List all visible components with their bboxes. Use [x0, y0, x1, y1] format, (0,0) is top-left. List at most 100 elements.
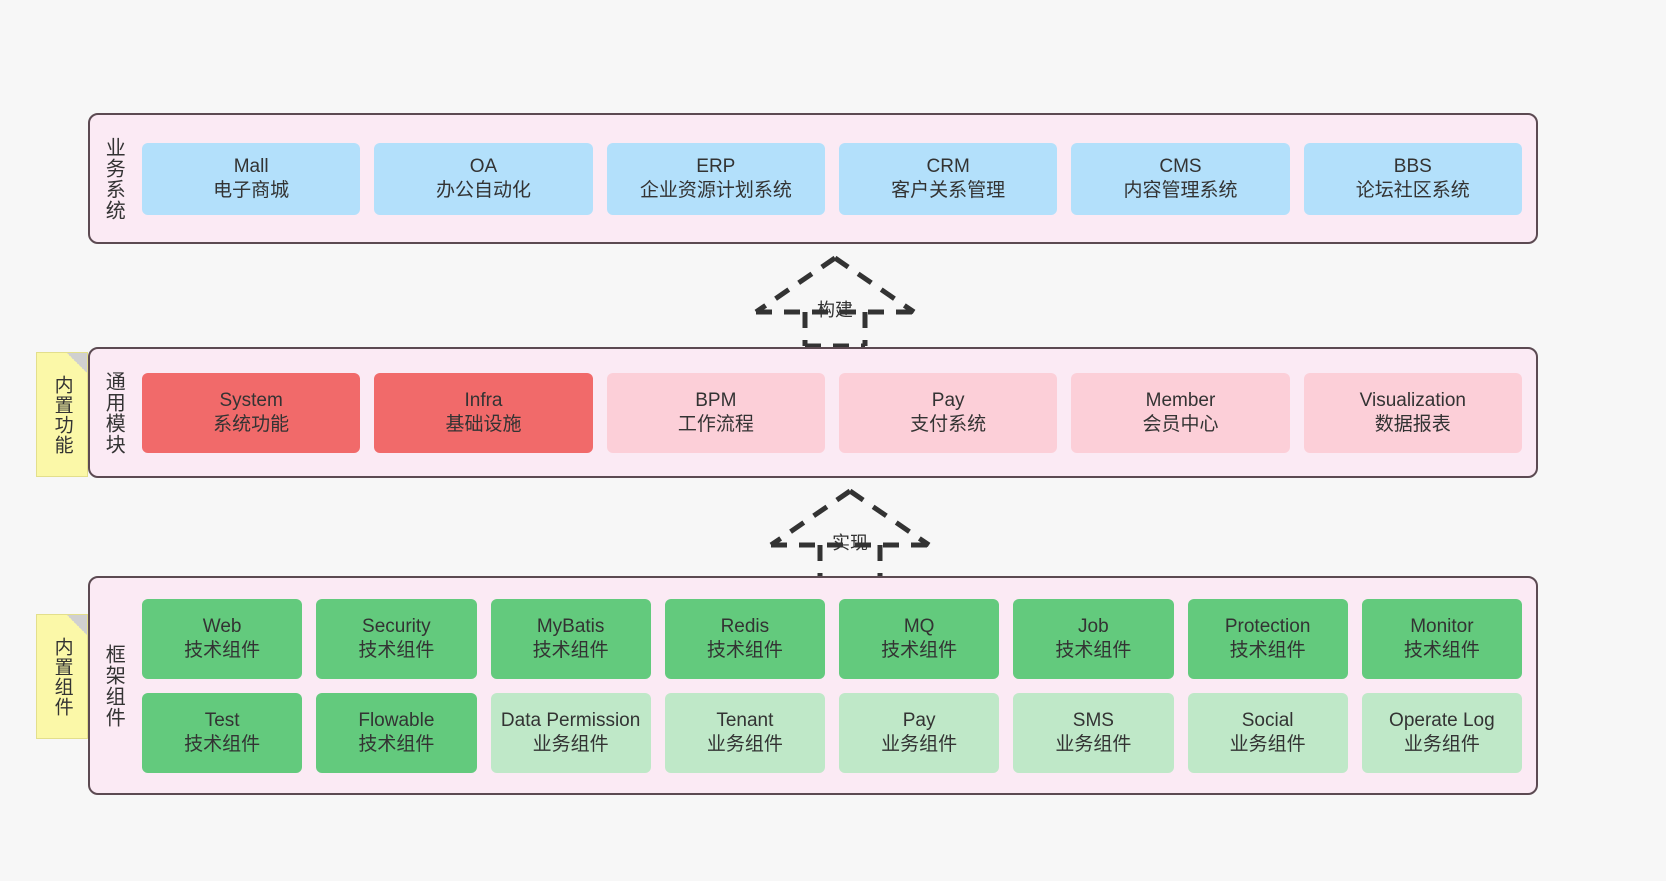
module-card-name: CMS — [1159, 156, 1202, 178]
module-card-name: Web — [202, 616, 242, 638]
module-card-name: Flowable — [358, 710, 435, 732]
dashed-generalization-arrow-icon — [769, 488, 931, 582]
module-card-subtitle: 数据报表 — [1374, 413, 1451, 435]
module-card-subtitle: 企业资源计划系统 — [639, 179, 792, 201]
module-card-name: SMS — [1072, 710, 1114, 732]
module-card-name: Social — [1241, 710, 1294, 732]
module-card-name: MyBatis — [536, 616, 605, 638]
module-card-name: CRM — [926, 156, 970, 178]
module-card-subtitle: 电子商城 — [213, 179, 290, 201]
module-card-subtitle: 技术组件 — [184, 733, 261, 755]
module-card-name: ERP — [696, 156, 736, 178]
module-card-name: Monitor — [1410, 616, 1474, 638]
module-card-subtitle: 业务组件 — [1055, 733, 1132, 755]
module-card-subtitle: 技术组件 — [358, 639, 435, 661]
note-builtin-functions-text: 内置功能 — [51, 374, 73, 455]
module-card-name: MQ — [903, 616, 935, 638]
module-card-subtitle: 工作流程 — [677, 413, 754, 435]
module-card-subtitle: 技术组件 — [358, 733, 435, 755]
module-card-name: Security — [362, 616, 431, 638]
module-card-subtitle: 业务组件 — [881, 733, 958, 755]
module-card-subtitle: 论坛社区系统 — [1355, 179, 1470, 201]
module-card-subtitle: 技术组件 — [1229, 639, 1306, 661]
module-card-name: Protection — [1224, 616, 1311, 638]
module-card-subtitle: 支付系统 — [910, 413, 987, 435]
module-card-name: System — [219, 390, 283, 412]
module-card-subtitle: 办公自动化 — [435, 179, 531, 201]
module-card-subtitle: 基础设施 — [445, 413, 522, 435]
module-card-name: Data Permission — [500, 710, 641, 732]
module-card-subtitle: 技术组件 — [881, 639, 958, 661]
module-card-subtitle: 业务组件 — [706, 733, 783, 755]
dashed-generalization-arrow-icon — [754, 255, 916, 349]
module-card-subtitle: 技术组件 — [1055, 639, 1132, 661]
module-card-name: BPM — [695, 390, 737, 412]
layer-title-common-modules: 通用模块 — [102, 370, 125, 455]
module-card-subtitle: 系统功能 — [213, 413, 290, 435]
note-builtin-functions: 内置功能 — [36, 352, 88, 477]
module-card-subtitle: 技术组件 — [184, 639, 261, 661]
module-card-subtitle: 客户关系管理 — [891, 179, 1006, 201]
module-card-subtitle: 业务组件 — [1229, 733, 1306, 755]
module-card-name: Tenant — [716, 710, 774, 732]
module-card-name: Pay — [902, 710, 936, 732]
module-card-name: Mall — [233, 156, 269, 178]
layer-title-framework-components: 框架组件 — [102, 643, 125, 728]
module-card-name: Infra — [464, 390, 503, 412]
module-card-name: Operate Log — [1389, 710, 1495, 732]
module-card-subtitle: 技术组件 — [532, 639, 609, 661]
module-card-subtitle: 会员中心 — [1142, 413, 1219, 435]
module-card-subtitle: 技术组件 — [1403, 639, 1480, 661]
module-card-subtitle: 业务组件 — [532, 733, 609, 755]
module-card-subtitle: 内容管理系统 — [1123, 179, 1238, 201]
module-card-name: BBS — [1393, 156, 1432, 178]
module-card-name: Redis — [720, 616, 770, 638]
module-card-subtitle: 技术组件 — [706, 639, 783, 661]
note-builtin-components: 内置组件 — [36, 614, 88, 739]
module-card-name: Member — [1145, 390, 1216, 412]
note-builtin-components-text: 内置组件 — [51, 636, 73, 717]
module-card-name: Test — [204, 710, 240, 732]
module-card-name: OA — [469, 156, 498, 178]
module-card-subtitle: 业务组件 — [1403, 733, 1480, 755]
connector-build-arrow: 构建 — [750, 252, 920, 349]
